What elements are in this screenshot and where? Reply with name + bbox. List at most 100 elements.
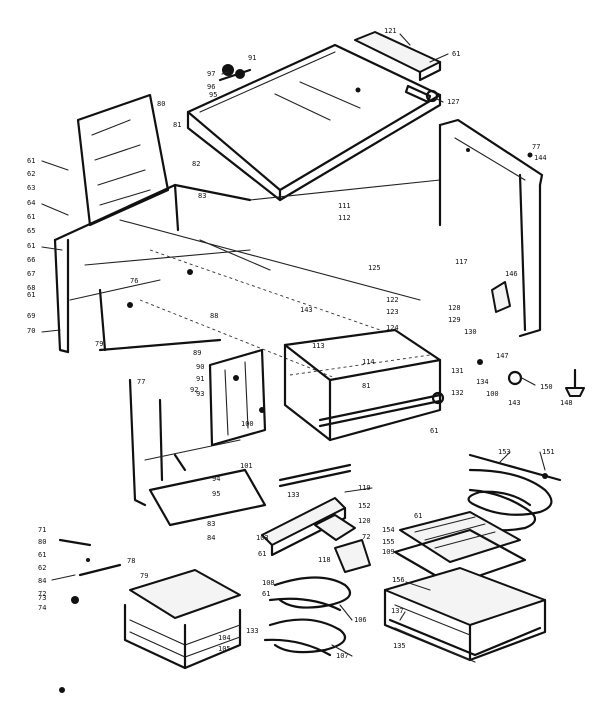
callout-61: 61 — [258, 550, 266, 558]
callout-77: 77 — [137, 378, 145, 386]
callout-143: 143 — [508, 399, 521, 407]
callout-61: 61 — [27, 157, 35, 165]
callout-80: 80 — [157, 100, 165, 108]
callout-108: 108 — [262, 579, 275, 587]
callout-113: 113 — [312, 342, 325, 350]
callout-69: 69 — [27, 312, 35, 320]
callout-153: 153 — [498, 448, 511, 456]
top-panel — [186, 43, 442, 202]
callout-101: 101 — [240, 462, 253, 470]
callout-109: 109 — [382, 548, 395, 556]
callout-133: 133 — [287, 491, 300, 499]
right-back-frame — [438, 118, 544, 338]
callout-132: 132 — [451, 389, 464, 397]
callout-72: 72 — [362, 533, 370, 541]
callout-144: 144 — [534, 154, 547, 162]
leader-lines — [41, 33, 546, 657]
callout-95: 95 — [209, 91, 217, 99]
callout-147: 147 — [496, 352, 509, 360]
callout-89: 89 — [193, 349, 201, 357]
callout-66: 66 — [27, 256, 35, 264]
broil-drawer-front — [388, 618, 542, 663]
callout-93: 93 — [196, 390, 204, 398]
callout-92: 92 — [190, 386, 198, 394]
callout-61: 61 — [38, 551, 46, 559]
callout-104: 104 — [218, 634, 231, 642]
callout-61: 61 — [27, 213, 35, 221]
callout-100: 100 — [241, 420, 254, 428]
callout-79: 79 — [140, 572, 148, 580]
callout-119: 119 — [358, 484, 371, 492]
callout-96: 96 — [207, 83, 215, 91]
callout-83: 83 — [198, 192, 206, 200]
callout-82: 82 — [192, 160, 200, 168]
callout-148: 148 — [560, 399, 573, 407]
callout-150: 150 — [540, 383, 553, 391]
callout-62: 62 — [38, 564, 46, 572]
callout-68: 68 — [27, 284, 35, 292]
callout-122: 122 — [386, 296, 399, 304]
callout-130: 130 — [464, 328, 477, 336]
callout-128: 128 — [448, 304, 461, 312]
callout-70: 70 — [27, 327, 35, 335]
callout-77: 77 — [532, 143, 540, 151]
callout-137: 137 — [391, 607, 404, 615]
callout-143: 143 — [300, 306, 313, 314]
callout-labels: 121 61 97 96 95 91 127 80 81 77 144 61 6… — [27, 27, 573, 660]
callout-81: 81 — [173, 121, 181, 129]
callout-61: 61 — [452, 50, 460, 58]
lower-body — [144, 439, 267, 527]
storage-drawer — [123, 569, 242, 670]
callout-131: 131 — [451, 367, 464, 375]
valve-cluster-97 — [218, 64, 252, 82]
callout-154: 154 — [382, 526, 395, 534]
callout-73: 73 — [38, 594, 46, 602]
callout-65: 65 — [27, 227, 35, 235]
callout-61: 61 — [430, 427, 438, 435]
broil-pan-156 — [383, 567, 547, 662]
callout-61: 61 — [262, 590, 270, 598]
callout-125: 125 — [368, 264, 381, 272]
top-trim-121 — [354, 31, 442, 82]
callout-123: 123 — [386, 308, 399, 316]
callout-129: 129 — [448, 316, 461, 324]
callout-84: 84 — [207, 534, 215, 542]
hardware-71-74 — [58, 538, 122, 693]
callout-76: 76 — [130, 277, 138, 285]
callout-100: 100 — [486, 390, 499, 398]
broil-element — [458, 453, 562, 532]
callout-94: 94 — [212, 475, 220, 483]
broil-pan-154 — [399, 511, 521, 563]
callout-78: 78 — [127, 557, 135, 565]
callout-152: 152 — [358, 502, 371, 510]
callout-134: 134 — [476, 378, 489, 386]
callout-80: 80 — [38, 538, 46, 546]
callout-127: 127 — [447, 98, 460, 106]
callout-97: 97 — [207, 70, 215, 78]
callout-79: 79 — [95, 340, 103, 348]
callout-135: 135 — [393, 642, 406, 650]
callout-72: 72 — [38, 590, 46, 598]
callout-63: 63 — [27, 184, 35, 192]
main-cabinet — [53, 179, 441, 507]
callout-111: 111 — [338, 202, 351, 210]
callout-67: 67 — [27, 270, 35, 278]
callout-95: 95 — [212, 490, 220, 498]
callout-61: 61 — [414, 512, 422, 520]
callout-156: 156 — [392, 576, 405, 584]
broiler-manifold — [261, 463, 371, 573]
callout-103: 103 — [256, 534, 269, 542]
leveling-foot — [565, 368, 585, 397]
thermostat-group — [208, 348, 267, 447]
callout-106: 106 — [354, 616, 367, 624]
callout-107: 107 — [336, 652, 349, 660]
callout-105: 105 — [218, 645, 231, 653]
callout-112: 112 — [338, 214, 351, 222]
callout-151: 151 — [542, 448, 555, 456]
callout-64: 64 — [27, 199, 35, 207]
callout-90: 90 — [196, 363, 204, 371]
callout-146: 146 — [505, 270, 518, 278]
top-strip-127 — [404, 84, 439, 104]
callout-117: 117 — [455, 258, 468, 266]
